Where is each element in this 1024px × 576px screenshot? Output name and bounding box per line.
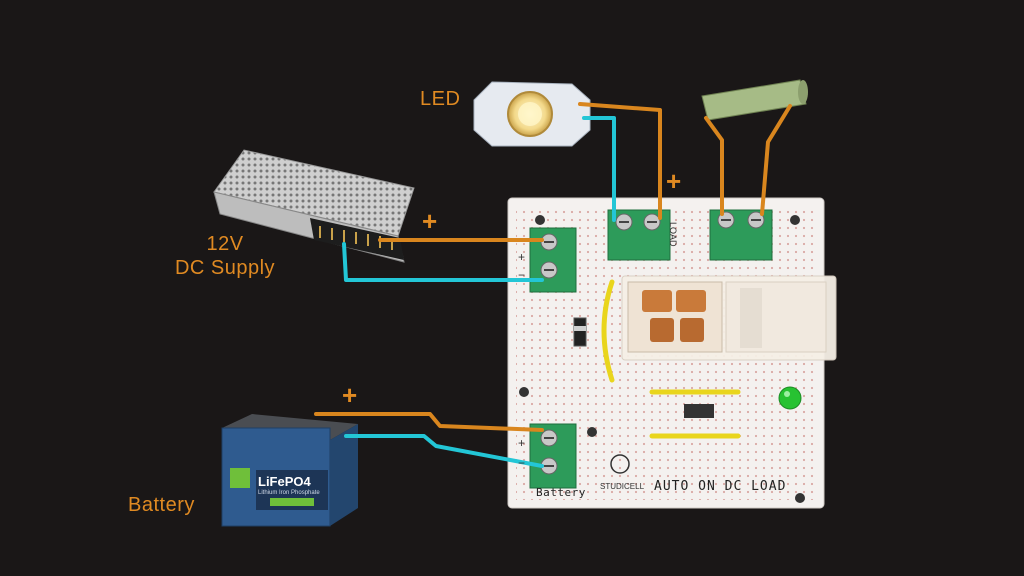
resistor-right-lead	[760, 104, 792, 216]
terminal-resistor	[709, 209, 773, 261]
negative-wires	[342, 116, 616, 468]
led-plus-mark: +	[666, 166, 682, 196]
battery-label: Battery	[128, 494, 195, 516]
relay	[621, 275, 837, 361]
pcb-board	[507, 197, 825, 509]
led-negative-wire	[582, 116, 616, 222]
jumper-wires	[601, 279, 741, 439]
led-module	[473, 81, 591, 147]
battery-plus-mark: +	[342, 380, 358, 410]
supply-plus-mark: +	[422, 206, 438, 236]
led-positive-wire	[578, 102, 662, 220]
board-title: AUTO ON DC LOAD	[654, 479, 787, 494]
brand-label: STUDICELL	[600, 482, 645, 491]
terminal-battery	[529, 423, 577, 489]
battery-terminal-plus: +	[518, 436, 526, 450]
load-terminal-label: LOAD	[668, 222, 678, 247]
battery-negative-wire	[344, 434, 544, 468]
resistor	[701, 79, 808, 121]
supply-label-line1: 12V	[206, 233, 244, 255]
battery-chem-label: LiFePO4	[258, 474, 311, 489]
board-components	[573, 317, 802, 474]
positive-wires	[314, 102, 792, 432]
led-label: LED	[420, 88, 461, 110]
battery-terminal-minus: −	[518, 456, 526, 470]
supply-label-line2: DC Supply	[174, 257, 276, 279]
terminal-load	[607, 209, 671, 261]
supply-label: 12V DC Supply	[160, 232, 290, 280]
battery-terminal-label: Battery	[536, 486, 586, 499]
supply-negative-wire	[342, 242, 544, 282]
battery-box	[221, 414, 358, 527]
supply-terminal-plus: +	[518, 250, 526, 264]
resistor-left-lead	[704, 116, 724, 216]
terminal-supply	[529, 227, 577, 293]
battery-positive-wire	[314, 412, 544, 432]
supply-terminal-minus: −	[518, 268, 526, 282]
battery-sub-label: Lithium Iron Phosphate	[258, 490, 320, 496]
